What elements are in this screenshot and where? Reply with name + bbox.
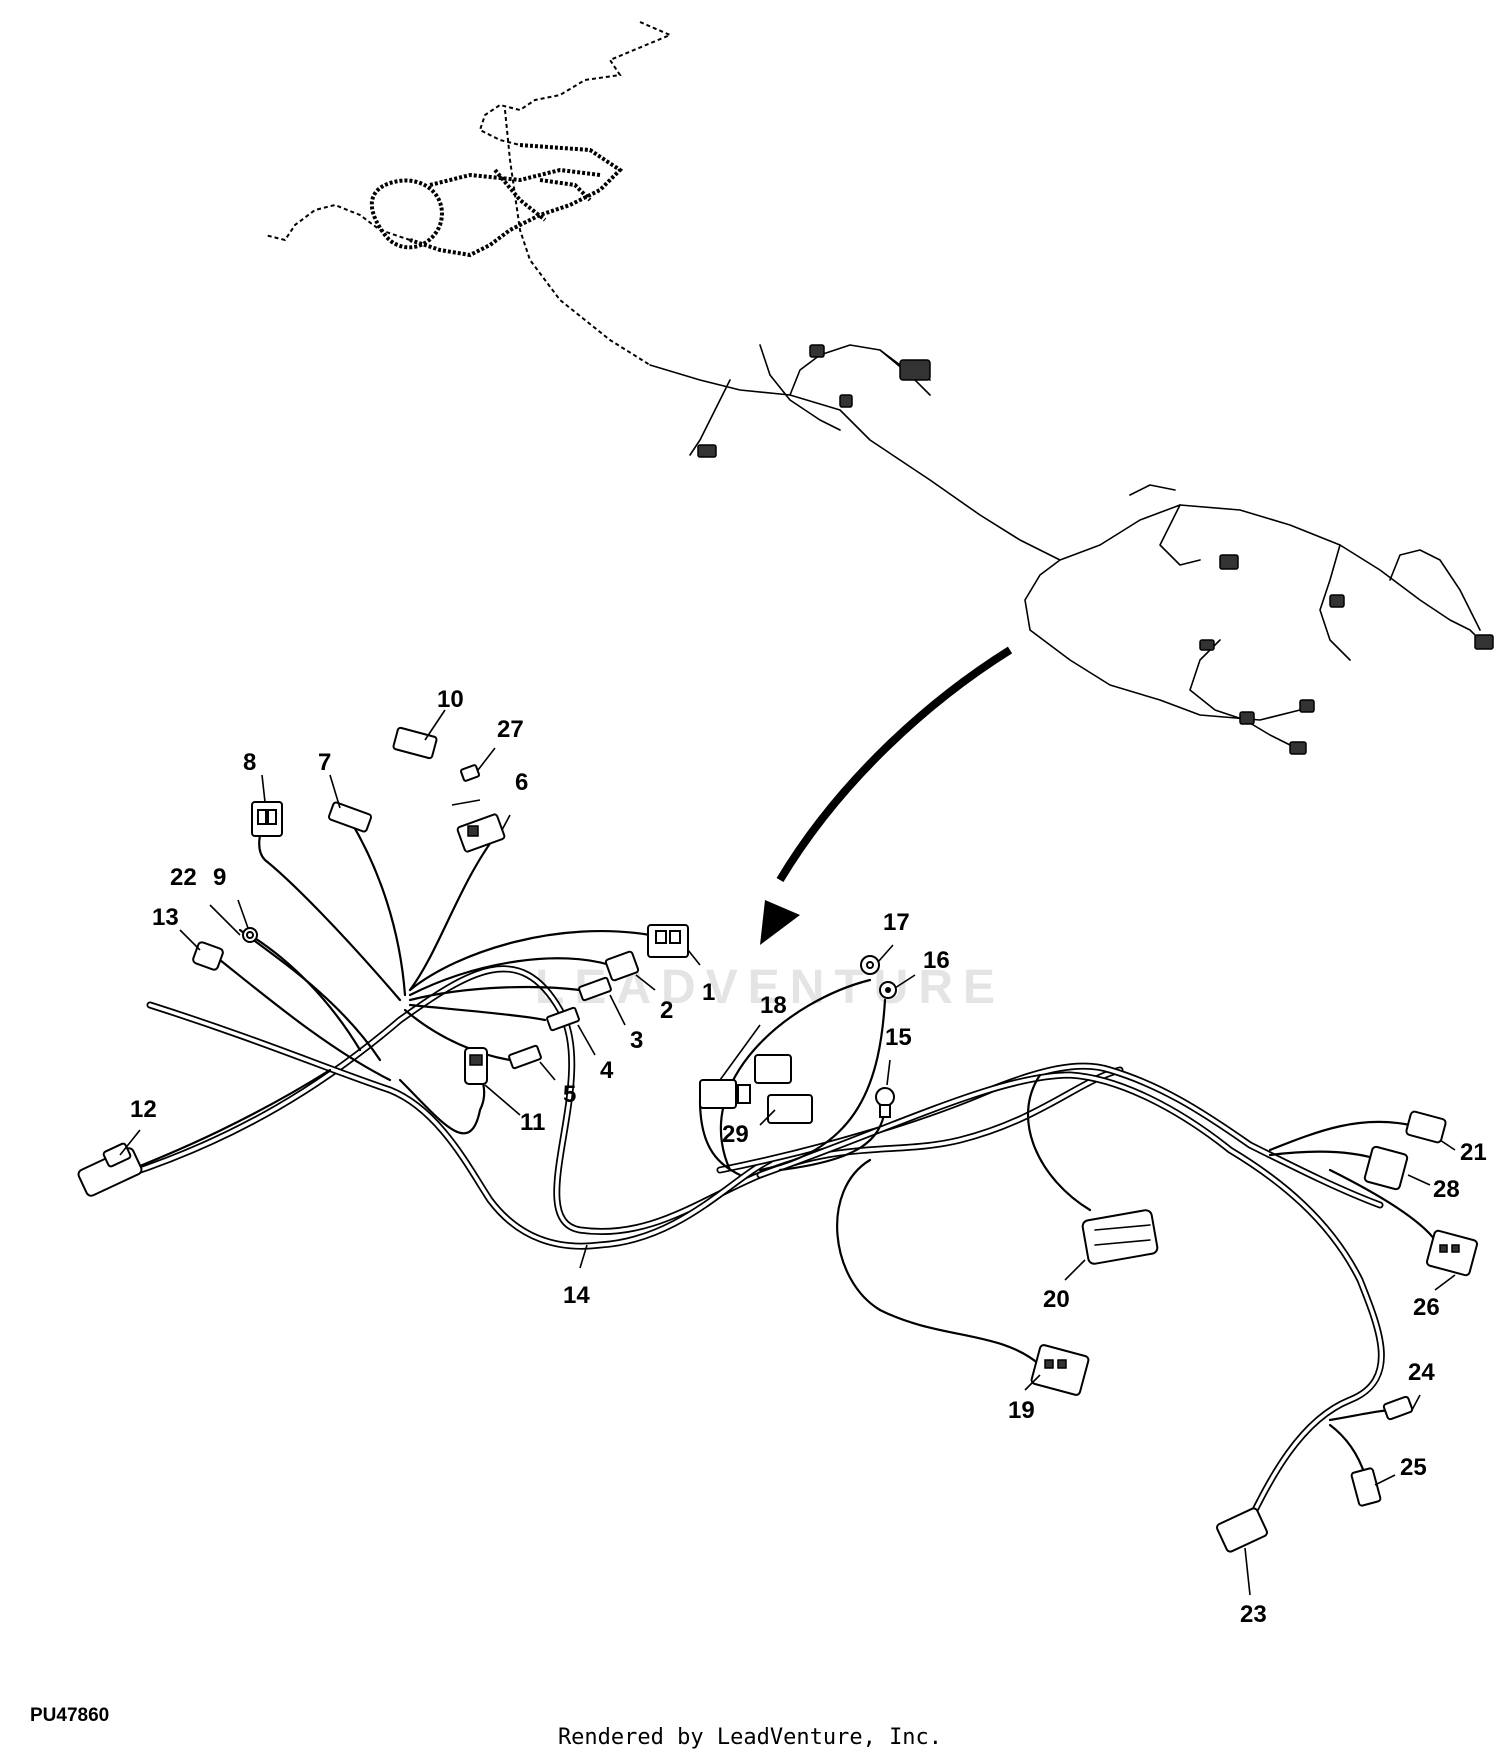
callout-8: 8 <box>243 749 256 776</box>
connector-28 <box>1363 1145 1409 1191</box>
detail-arrow <box>760 646 1013 945</box>
callout-1: 1 <box>702 979 715 1006</box>
connector-7 <box>327 801 373 833</box>
callout-6: 6 <box>515 769 528 796</box>
connector-4 <box>546 1006 580 1032</box>
connector-12 <box>77 1142 143 1197</box>
callout-20: 20 <box>1043 1286 1070 1313</box>
callout-21: 21 <box>1460 1139 1487 1166</box>
callout-16: 16 <box>923 947 950 974</box>
callout-24: 24 <box>1408 1359 1435 1386</box>
connector-10 <box>392 726 438 760</box>
connector-1 <box>647 924 689 958</box>
callout-7: 7 <box>318 749 331 776</box>
connector-24 <box>1382 1395 1414 1421</box>
connector-13 <box>192 941 224 971</box>
connector-27 <box>459 764 481 782</box>
callout-22: 22 <box>170 864 197 891</box>
connector-29 <box>767 1094 813 1124</box>
connector-6 <box>456 813 506 853</box>
callout-14: 14 <box>563 1282 590 1309</box>
callout-18: 18 <box>760 992 787 1019</box>
vehicle-outline-overview <box>264 21 673 366</box>
connector-17 <box>860 955 880 975</box>
connector-18 <box>699 1079 751 1109</box>
connector-23 <box>1216 1507 1268 1553</box>
callout-3: 3 <box>630 1027 643 1054</box>
connector-21 <box>1405 1110 1447 1144</box>
callout-28: 28 <box>1433 1176 1460 1203</box>
callout-25: 25 <box>1400 1454 1427 1481</box>
main-harness-detail <box>106 818 1437 1524</box>
figure-id: PU47860 <box>30 1705 110 1726</box>
leader-lines <box>119 709 1456 1596</box>
callout-10: 10 <box>437 686 464 713</box>
callout-12: 12 <box>130 1096 157 1123</box>
connector-15 <box>875 1087 895 1118</box>
callout-29: 29 <box>722 1121 749 1148</box>
connector-16 <box>879 981 897 999</box>
callout-15: 15 <box>885 1024 912 1051</box>
connector-18b <box>754 1054 792 1084</box>
connector-20 <box>1081 1209 1159 1265</box>
connector-26 <box>1425 1229 1479 1277</box>
connector-11 <box>464 1047 488 1085</box>
callout-11: 11 <box>520 1109 545 1136</box>
connector-5 <box>508 1044 542 1070</box>
connector-19 <box>1030 1344 1090 1396</box>
callout-9: 9 <box>213 864 226 891</box>
connector-2 <box>604 950 640 982</box>
connector-25 <box>1350 1467 1382 1507</box>
footer-credit: Rendered by LeadVenture, Inc. <box>557 1725 943 1750</box>
connectors <box>77 726 1479 1553</box>
callout-4: 4 <box>600 1057 614 1084</box>
connector-9 <box>242 927 258 943</box>
callout-23: 23 <box>1240 1601 1267 1628</box>
callout-17: 17 <box>883 909 910 936</box>
callout-2: 2 <box>660 997 673 1024</box>
connector-8 <box>251 801 283 837</box>
callout-19: 19 <box>1008 1397 1035 1424</box>
callout-labels: 1 2 3 4 5 6 7 8 9 10 11 12 13 14 15 16 1… <box>130 686 1487 1628</box>
callout-13: 13 <box>152 904 179 931</box>
callout-26: 26 <box>1413 1294 1440 1321</box>
connector-3 <box>578 976 612 1002</box>
harness-overview <box>649 344 1494 755</box>
callout-5: 5 <box>563 1081 576 1108</box>
callout-27: 27 <box>497 716 524 743</box>
